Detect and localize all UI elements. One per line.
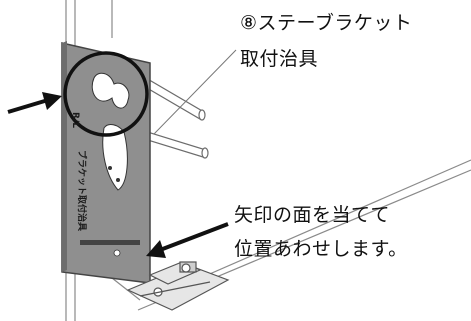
left-arrow-icon xyxy=(7,92,62,114)
bracket-jig-callout-line1: ⑧ステーブラケット xyxy=(240,12,413,34)
jig-plate xyxy=(61,41,151,284)
align-callout-line2: 位置あわせします。 xyxy=(234,238,408,260)
right-arrow-icon xyxy=(146,222,229,258)
leader-line xyxy=(153,49,237,135)
notch-shape xyxy=(91,72,130,109)
highlight-circle xyxy=(63,51,149,137)
bracket-jig-callout-line2: 取付治具 xyxy=(240,48,319,70)
slot-shape xyxy=(102,124,128,191)
hinge-bracket xyxy=(126,261,230,311)
align-callout-line1: 矢印の面を当てて xyxy=(234,204,391,226)
jig-side-label: R/L xyxy=(70,112,80,128)
jig-name-label: ブラケット取付治具 xyxy=(76,150,86,232)
